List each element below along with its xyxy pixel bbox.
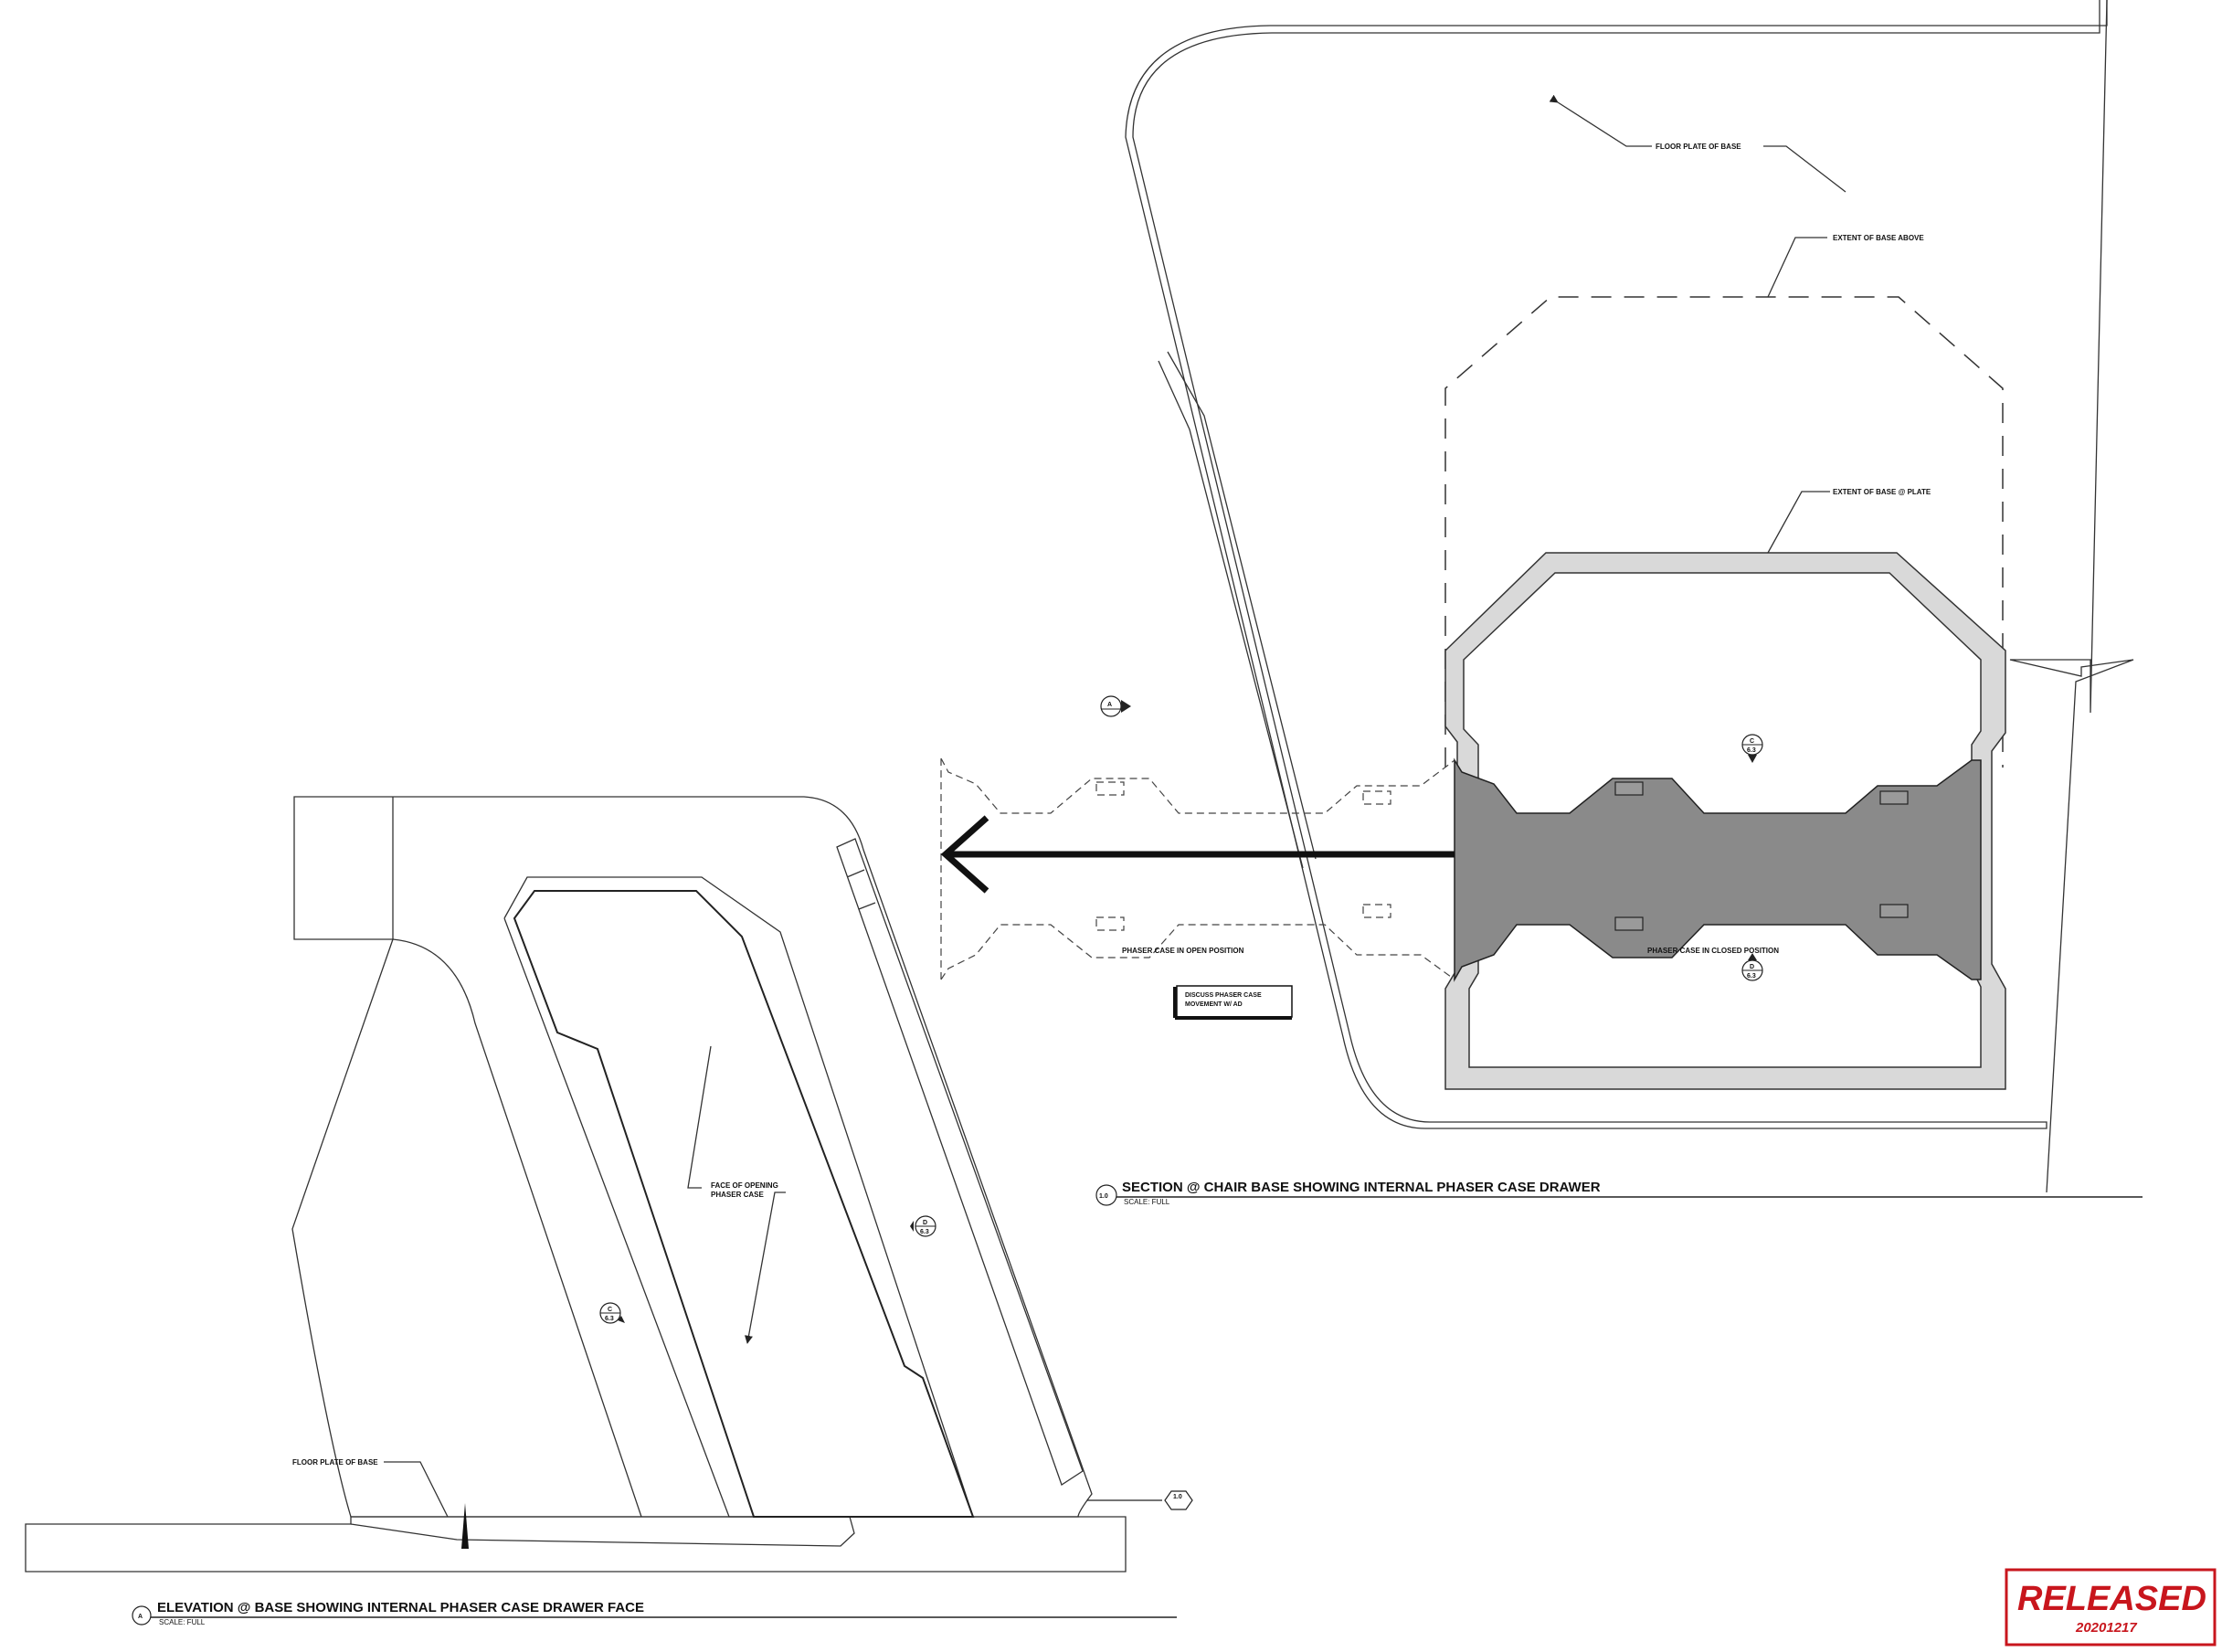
svg-text:1.0: 1.0 (1099, 1193, 1108, 1200)
svg-text:6.3: 6.3 (920, 1229, 929, 1235)
elevation-title: ELEVATION @ BASE SHOWING INTERNAL PHASER… (157, 1600, 644, 1615)
section-marker-a: A (1100, 695, 1131, 717)
elevation-plate-step (350, 1516, 855, 1547)
leader-floor-plate-elev (384, 1461, 449, 1518)
elevation-drawer-opening (503, 876, 974, 1518)
svg-text:D: D (1750, 964, 1754, 970)
open-notches (1095, 781, 1391, 931)
released-stamp: RELEASED 20201217 (2005, 1568, 2217, 1647)
extent-above-dashed (1444, 296, 2004, 768)
leader-extent-above (1767, 237, 1827, 298)
elevation-chair-body (291, 796, 1093, 1518)
svg-text:D: D (923, 1220, 927, 1226)
elevation-base-plate (25, 1516, 1127, 1573)
inner-slot-edge (1158, 351, 1317, 869)
label-phaser-case: PHASER CASE (711, 1191, 764, 1199)
detail-marker-d-elev: D 6.3 (910, 1215, 936, 1237)
svg-text:6.3: 6.3 (1747, 973, 1756, 980)
svg-text:6.3: 6.3 (1747, 747, 1756, 754)
plan-scale: SCALE: FULL (1124, 1198, 1170, 1206)
plan-title: SECTION @ CHAIR BASE SHOWING INTERNAL PH… (1122, 1180, 1601, 1195)
phaser-case-closed (1454, 757, 1982, 982)
label-closed-position: PHASER CASE IN CLOSED POSITION (1647, 947, 1779, 955)
note-box: DISCUSS PHASER CASE MOVEMENT W/ AD (1173, 985, 1293, 1020)
elevation-drawer-face (513, 890, 975, 1518)
label-extent-above: EXTENT OF BASE ABOVE (1833, 234, 1924, 242)
plan-section-view: FLOOR PLATE OF BASE EXTENT OF BASE ABOVE… (940, 0, 2143, 1206)
detail-marker-d-plan: D 6.3 (1741, 953, 1763, 981)
break-line (2009, 0, 2134, 1193)
svg-text:A: A (1107, 702, 1112, 708)
label-floor-plate: FLOOR PLATE OF BASE (1656, 143, 1741, 151)
stamp-status: RELEASED (2017, 1580, 2206, 1618)
stamp-date: 20201217 (2075, 1620, 2137, 1636)
leader-extent-plate (1767, 491, 1830, 554)
level-tag: 1.0 (1087, 1490, 1193, 1510)
section-cut-mark (461, 1503, 469, 1549)
elevation-view: FACE OF OPENING PHASER CASE FLOOR PLATE … (25, 796, 1193, 1626)
label-open-position: PHASER CASE IN OPEN POSITION (1122, 947, 1244, 955)
detail-marker-c-elev: C 6.3 (599, 1302, 625, 1324)
phaser-case-open (940, 757, 1455, 980)
plan-title-block: 1.0 SECTION @ CHAIR BASE SHOWING INTERNA… (1095, 1180, 2143, 1206)
label-face-of-opening: FACE OF OPENING (711, 1181, 778, 1190)
svg-text:A: A (138, 1614, 143, 1620)
svg-text:1.0: 1.0 (1173, 1494, 1182, 1500)
label-floor-plate-elev: FLOOR PLATE OF BASE (292, 1458, 378, 1467)
movement-arrow (940, 815, 1455, 894)
leader-floor-plate (1558, 102, 1846, 193)
base-outline (1125, 0, 2108, 1129)
svg-text:6.3: 6.3 (605, 1316, 614, 1322)
svg-text:DISCUSS PHASER CASE: DISCUSS PHASER CASE (1185, 992, 1262, 999)
svg-text:C: C (1750, 738, 1754, 745)
closed-notches (1614, 781, 1909, 931)
elevation-inner-curve (392, 938, 642, 1518)
label-extent-plate: EXTENT OF BASE @ PLATE (1833, 488, 1931, 496)
elevation-side-panel (836, 838, 1084, 1486)
svg-text:MOVEMENT W/ AD: MOVEMENT W/ AD (1185, 1001, 1243, 1008)
elevation-scale: SCALE: FULL (159, 1618, 206, 1626)
leader-face-of-opening (687, 1045, 786, 1343)
elevation-title-block: A ELEVATION @ BASE SHOWING INTERNAL PHAS… (132, 1600, 1177, 1626)
detail-marker-c-plan: C 6.3 (1741, 734, 1763, 763)
svg-text:C: C (608, 1307, 612, 1313)
